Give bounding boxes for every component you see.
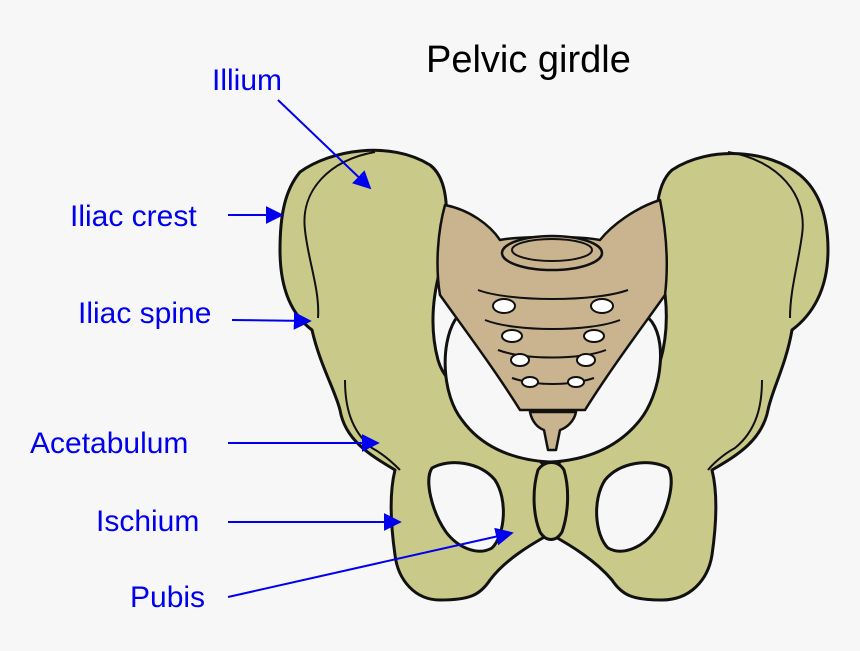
right-acetabulum-rim <box>707 379 763 471</box>
label-illium: Illium <box>212 64 282 97</box>
label-pubis: Pubis <box>130 581 205 614</box>
pubic-symphysis <box>532 461 570 541</box>
coccyx <box>528 410 578 452</box>
arrow-illium <box>277 99 372 190</box>
label-acetabulum: Acetabulum <box>30 427 188 460</box>
label-ischium: Ischium <box>96 505 199 538</box>
left-iliac-contour <box>303 151 376 319</box>
diagram-title: Pelvic girdle <box>426 39 631 81</box>
label-iliac-spine: Iliac spine <box>78 297 211 330</box>
sacrum <box>436 198 669 412</box>
right-obturator-foramen <box>595 461 673 553</box>
arrow-pubis <box>227 527 514 598</box>
pelvis-illustration <box>278 148 830 602</box>
left-obturator-foramen <box>427 461 505 553</box>
sacral-foramina <box>492 298 614 388</box>
arrow-iliac-spine <box>231 311 312 330</box>
right-iliac-contour <box>727 151 804 319</box>
label-iliac-crest: Iliac crest <box>70 200 197 233</box>
